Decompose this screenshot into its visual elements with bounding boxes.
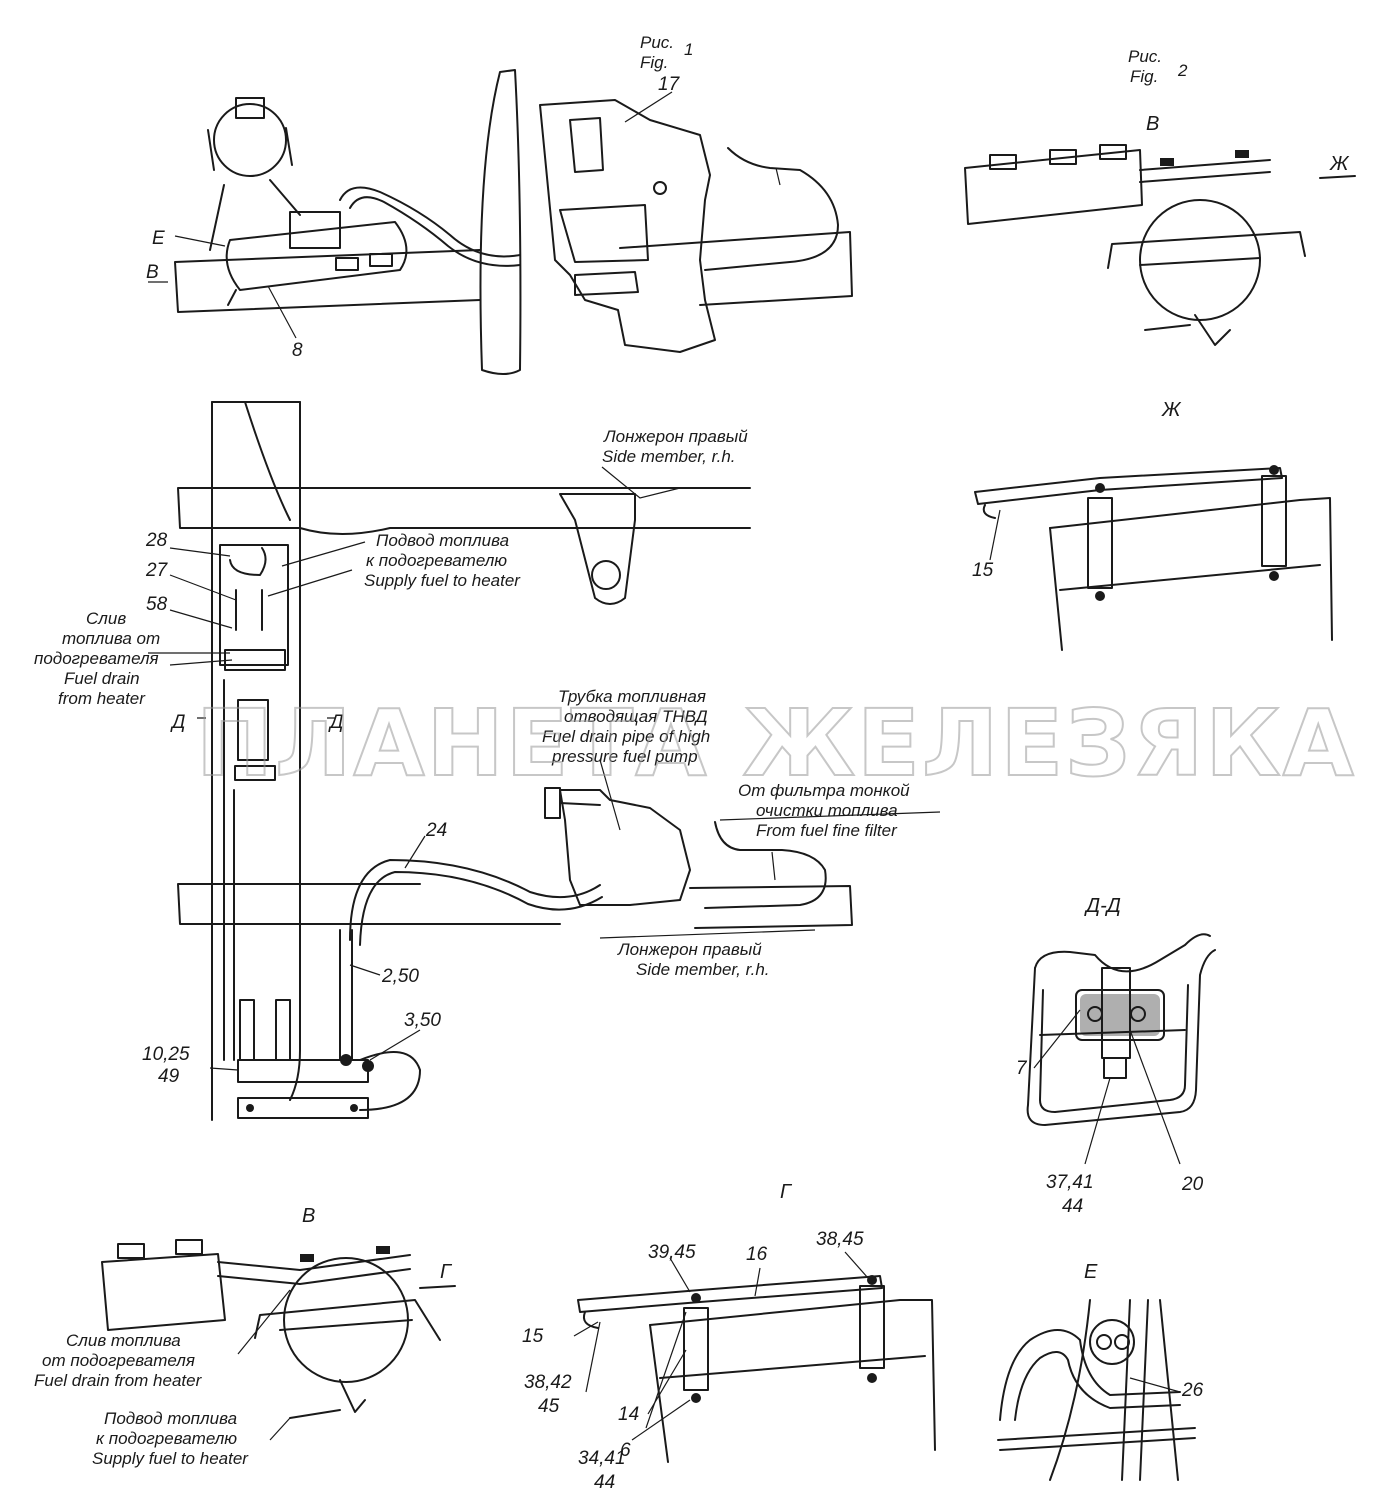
callout-7: 7 xyxy=(1016,1058,1028,1079)
fig2-view-v xyxy=(964,144,1356,346)
bl-supply-label-ru-1: Подвод топлива xyxy=(104,1409,237,1428)
callout-45: 45 xyxy=(538,1396,560,1417)
marker-e: Е xyxy=(152,228,165,249)
section-marker-d-right: Д xyxy=(328,712,343,733)
drain-label-en-1: Fuel drain xyxy=(64,669,140,688)
watermark-text: ПЛАНЕТА ЖЕЛЕЗЯКА xyxy=(196,690,1356,797)
view-zh-marker: Ж xyxy=(1329,153,1350,175)
side-member-en-2: Side member, r.h. xyxy=(636,960,770,979)
bl-supply-label-en: Supply fuel to heater xyxy=(92,1449,249,1468)
bl-drain-label-ru-2: от подогревателя xyxy=(42,1351,195,1370)
callout-38-45: 38,45 xyxy=(816,1229,864,1250)
callout-24: 24 xyxy=(425,820,447,841)
callout-49: 49 xyxy=(158,1066,180,1087)
callout-58: 58 xyxy=(146,594,168,615)
section-marker-d-left: Д xyxy=(170,712,185,733)
view-g-label: Г xyxy=(780,1181,793,1203)
view-g-marker: Г xyxy=(440,1261,453,1283)
fig1-assembly-view xyxy=(148,69,853,375)
callout-10-25: 10,25 xyxy=(142,1044,190,1065)
side-member-ru-2: Лонжерон правый xyxy=(617,940,762,959)
supply-label-en: Supply fuel to heater xyxy=(364,571,521,590)
callout-20: 20 xyxy=(1181,1174,1204,1195)
side-member-ru-1: Лонжерон правый xyxy=(603,427,748,446)
callout-8: 8 xyxy=(292,340,303,361)
fig2-caption-ru: Рис. xyxy=(1128,47,1162,66)
filter-label-en: From fuel fine filter xyxy=(756,821,898,840)
fig1-caption-ru: Рис. xyxy=(640,33,674,52)
tube-label-en-1: Fuel drain pipe of high xyxy=(542,727,710,746)
callout-6: 6 xyxy=(620,1440,631,1461)
tube-label-ru-1: Трубка топливная xyxy=(558,687,706,706)
view-v-top-label: В xyxy=(1146,113,1159,135)
callout-15-g: 15 xyxy=(522,1326,544,1347)
view-dd-section xyxy=(1026,933,1216,1165)
fig2-caption-en: Fig. xyxy=(1130,67,1158,86)
drain-label-ru-1: Слив xyxy=(86,609,126,628)
supply-label-ru-2: к подогревателю xyxy=(366,551,507,570)
fig2-number: 2 xyxy=(1177,61,1188,80)
callout-38-42: 38,42 xyxy=(524,1372,572,1393)
callout-3-50: 3,50 xyxy=(404,1010,441,1031)
filter-label-ru-1: От фильтра тонкой xyxy=(738,781,910,800)
callout-27: 27 xyxy=(145,560,169,581)
callout-26: 26 xyxy=(1181,1380,1204,1401)
callout-28: 28 xyxy=(145,530,168,551)
callout-15-zh: 15 xyxy=(972,560,994,581)
callout-2-50: 2,50 xyxy=(381,966,419,987)
bl-drain-label-en: Fuel drain from heater xyxy=(34,1371,203,1390)
fig1-caption-en: Fig. xyxy=(640,53,668,72)
tube-label-ru-2: отводящая ТНВД xyxy=(564,707,708,726)
bl-supply-label-ru-2: к подогревателю xyxy=(96,1429,237,1448)
filter-label-ru-2: очистки топлива xyxy=(756,801,898,820)
fig1-number: 1 xyxy=(684,40,693,59)
drain-label-ru-3: подогревателя xyxy=(34,649,159,668)
marker-v: В xyxy=(146,262,159,283)
view-g-clamp xyxy=(573,1251,936,1463)
callout-37-41: 37,41 xyxy=(1046,1172,1094,1193)
view-dd-label: Д-Д xyxy=(1084,895,1121,917)
tube-label-en-2: pressure fuel pump xyxy=(551,747,698,766)
callout-39-45: 39,45 xyxy=(648,1242,696,1263)
view-v-bottom-label: В xyxy=(302,1205,315,1227)
drain-label-en-2: from heater xyxy=(58,689,146,708)
view-e-detail xyxy=(997,1299,1196,1481)
view-e-label: Е xyxy=(1084,1261,1098,1283)
view-v-bottom xyxy=(101,1239,456,1441)
callout-16: 16 xyxy=(746,1244,768,1265)
callout-44-g: 44 xyxy=(594,1472,615,1493)
callout-34-41: 34,41 xyxy=(578,1448,626,1469)
callout-14: 14 xyxy=(618,1404,639,1425)
callout-44-dd: 44 xyxy=(1062,1196,1083,1217)
side-member-en-1: Side member, r.h. xyxy=(602,447,736,466)
bl-drain-label-ru-1: Слив топлива xyxy=(66,1331,181,1350)
supply-label-ru-1: Подвод топлива xyxy=(376,531,509,550)
view-zh-label: Ж xyxy=(1161,399,1182,421)
main-plan-view xyxy=(148,401,941,1121)
callout-17: 17 xyxy=(658,74,681,95)
view-zh-clamp xyxy=(974,465,1333,651)
drain-label-ru-2: топлива от xyxy=(62,629,160,648)
